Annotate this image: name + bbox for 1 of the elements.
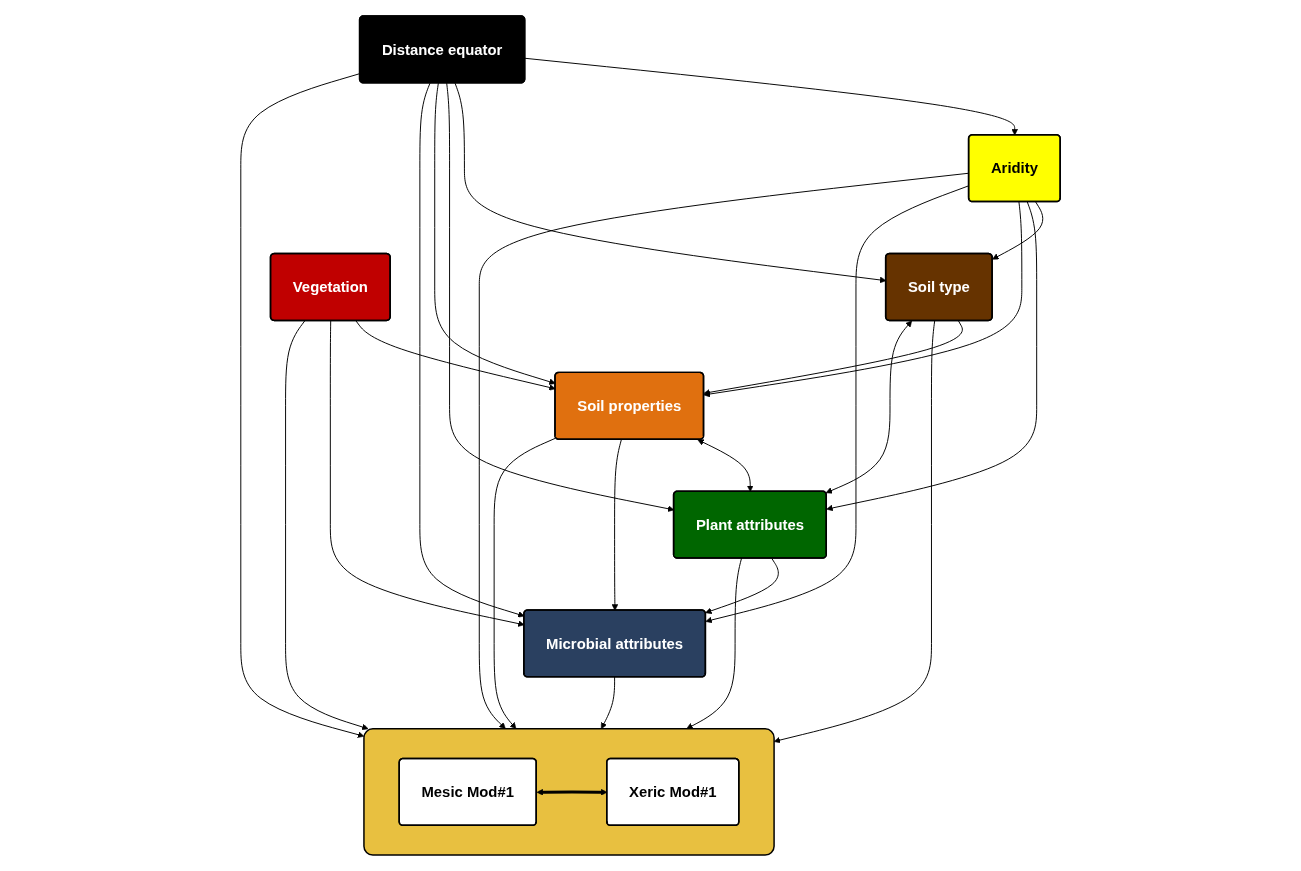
cluster [363, 728, 775, 856]
